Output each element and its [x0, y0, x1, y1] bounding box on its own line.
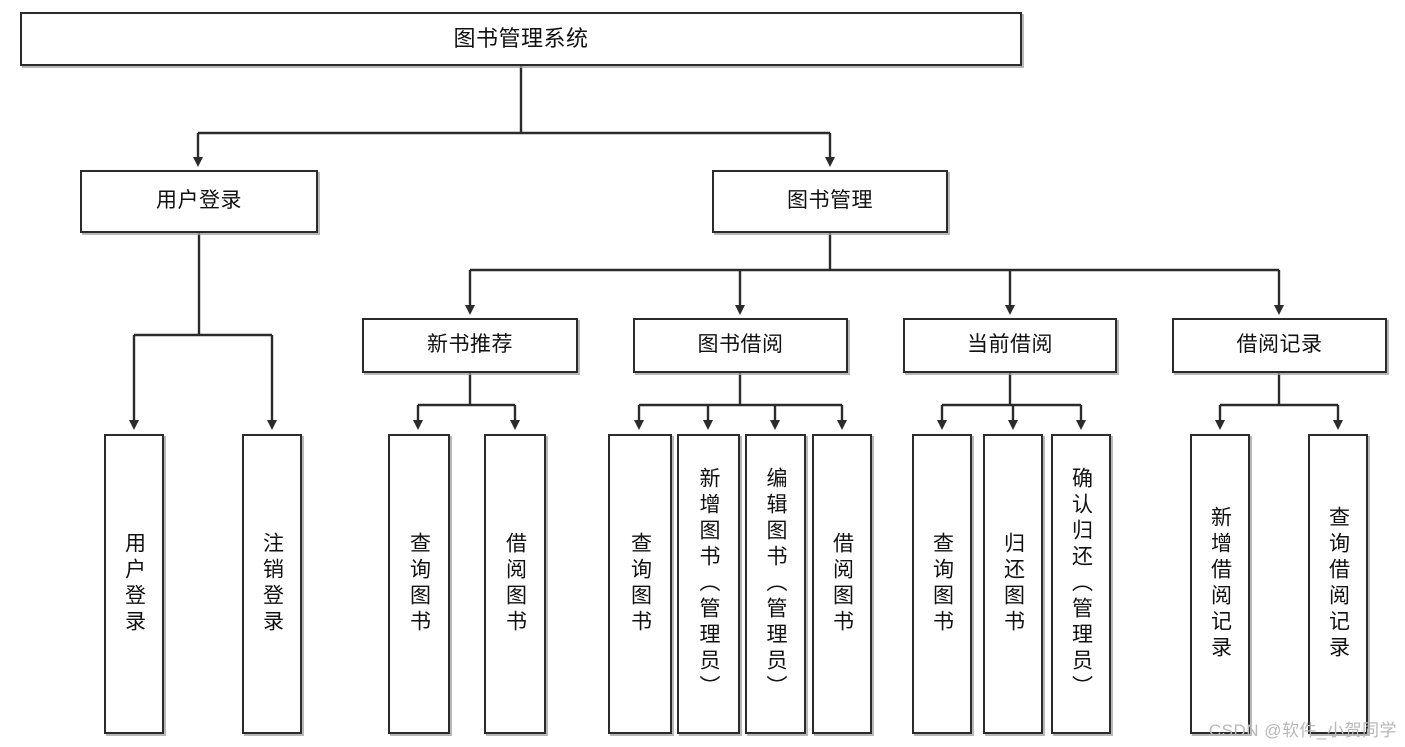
leaf-borrow-book-recommend[interactable]: 借阅图书 [484, 434, 546, 734]
leaf-query-book-current[interactable]: 查询图书 [912, 434, 972, 734]
node-label: 当前借阅 [967, 333, 1053, 357]
leaf-query-book-borrow[interactable]: 查询图书 [608, 434, 672, 734]
leaf-edit-book-admin[interactable]: 编辑图书（管理员） [745, 434, 806, 734]
leaf-query-book-recommend[interactable]: 查询图书 [388, 434, 450, 734]
node-label: 注销登录 [260, 532, 284, 636]
node-book-management[interactable]: 图书管理 [712, 170, 948, 233]
node-label: 归还图书 [1001, 532, 1025, 636]
leaf-user-login[interactable]: 用户登录 [104, 434, 164, 734]
node-label: 查询借阅记录 [1326, 506, 1350, 662]
leaf-confirm-return-admin[interactable]: 确认归还（管理员） [1051, 434, 1111, 734]
node-new-book-recommend[interactable]: 新书推荐 [362, 318, 578, 373]
csdn-watermark: CSDN @软件_小贺同学 [1208, 721, 1397, 740]
node-label: 图书管理 [787, 189, 873, 213]
node-label: 查询图书 [407, 532, 431, 636]
node-label: 借阅图书 [503, 532, 527, 636]
node-user-login[interactable]: 用户登录 [80, 170, 318, 233]
leaf-query-borrow-record[interactable]: 查询借阅记录 [1308, 434, 1368, 734]
node-label: 查询图书 [628, 532, 652, 636]
node-label: 新书推荐 [427, 333, 513, 357]
node-label: 用户登录 [122, 532, 146, 636]
leaf-add-borrow-record[interactable]: 新增借阅记录 [1190, 434, 1250, 734]
node-label: 新增图书（管理员） [697, 467, 720, 701]
node-current-borrow[interactable]: 当前借阅 [903, 318, 1117, 373]
node-book-borrow[interactable]: 图书借阅 [633, 318, 848, 373]
node-label: 借阅图书 [830, 532, 854, 636]
node-label: 图书借阅 [697, 333, 784, 357]
node-label: 查询图书 [930, 532, 954, 636]
node-label: 新增借阅记录 [1208, 506, 1232, 662]
leaf-borrow-book[interactable]: 借阅图书 [812, 434, 872, 734]
leaf-add-book-admin[interactable]: 新增图书（管理员） [677, 434, 740, 734]
node-borrow-record[interactable]: 借阅记录 [1172, 318, 1387, 373]
node-label: 图书管理系统 [453, 26, 589, 52]
node-label: 确认归还（管理员） [1069, 467, 1093, 701]
node-label: 编辑图书（管理员） [764, 467, 787, 701]
node-root-book-management-system[interactable]: 图书管理系统 [20, 12, 1022, 66]
node-label: 借阅记录 [1236, 333, 1323, 357]
node-label: 用户登录 [156, 189, 242, 213]
leaf-logout[interactable]: 注销登录 [242, 434, 302, 734]
leaf-return-book[interactable]: 归还图书 [983, 434, 1043, 734]
